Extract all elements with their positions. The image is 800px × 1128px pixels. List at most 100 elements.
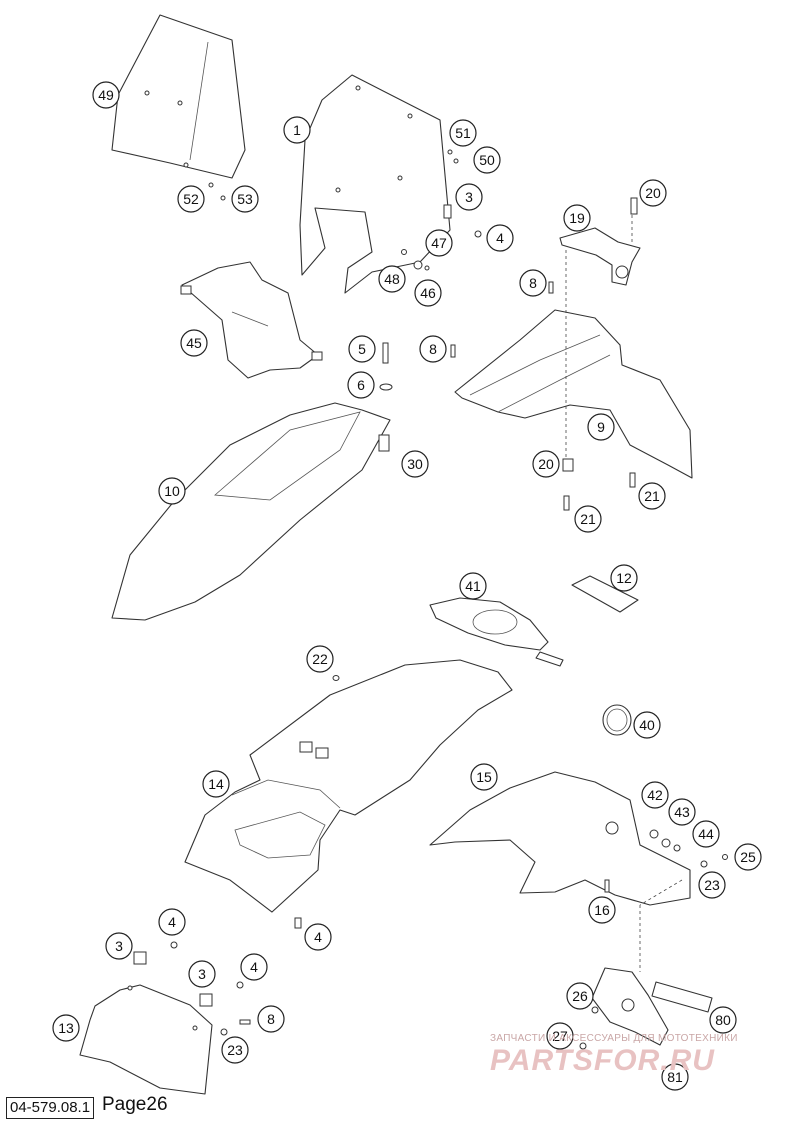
callout: 8 bbox=[419, 335, 447, 363]
svg-text:51: 51 bbox=[455, 125, 471, 141]
callout: 40 bbox=[633, 711, 661, 739]
leader-lines bbox=[565, 215, 683, 972]
svg-text:50: 50 bbox=[479, 152, 495, 168]
callout: 20 bbox=[639, 179, 667, 207]
svg-text:41: 41 bbox=[465, 578, 481, 594]
callout: 50 bbox=[473, 146, 501, 174]
callout-labels: 49 1 51 50 52 53 3 4 47 48 46 20 19 8 45… bbox=[52, 81, 762, 1091]
svg-text:13: 13 bbox=[58, 1020, 74, 1036]
watermark-logo: PARTSFOR.RU bbox=[490, 1044, 715, 1077]
svg-text:4: 4 bbox=[496, 230, 504, 246]
svg-text:52: 52 bbox=[183, 191, 199, 207]
part-headlight-mask bbox=[299, 74, 451, 294]
part-fender-bracket bbox=[559, 227, 641, 286]
page-label: Page26 bbox=[102, 1094, 168, 1115]
svg-text:49: 49 bbox=[98, 87, 114, 103]
svg-text:5: 5 bbox=[358, 341, 366, 357]
part-license-holder bbox=[591, 967, 713, 1046]
callout: 20 bbox=[532, 450, 560, 478]
callout: 30 bbox=[401, 450, 429, 478]
callout: 42 bbox=[641, 781, 669, 809]
callout: 4 bbox=[240, 953, 268, 981]
svg-text:46: 46 bbox=[420, 285, 436, 301]
callout: 4 bbox=[158, 908, 186, 936]
svg-text:53: 53 bbox=[237, 191, 253, 207]
svg-text:27: 27 bbox=[552, 1028, 568, 1044]
svg-text:1: 1 bbox=[293, 122, 301, 138]
callout: 81 bbox=[661, 1063, 689, 1091]
callout: 15 bbox=[470, 763, 498, 791]
svg-text:12: 12 bbox=[616, 570, 632, 586]
part-seat-section bbox=[184, 659, 513, 913]
svg-text:9: 9 bbox=[597, 419, 605, 435]
callout: 3 bbox=[188, 960, 216, 988]
callout: 27 bbox=[546, 1022, 574, 1050]
svg-text:15: 15 bbox=[476, 769, 492, 785]
callout: 44 bbox=[692, 820, 720, 848]
svg-text:22: 22 bbox=[312, 651, 328, 667]
svg-text:23: 23 bbox=[704, 877, 720, 893]
svg-text:6: 6 bbox=[357, 377, 365, 393]
callout: 22 bbox=[306, 645, 334, 673]
part-tank-tray bbox=[429, 597, 564, 667]
svg-text:47: 47 bbox=[431, 235, 447, 251]
callout: 80 bbox=[709, 1006, 737, 1034]
svg-text:80: 80 bbox=[715, 1012, 731, 1028]
svg-text:40: 40 bbox=[639, 717, 655, 733]
callout: 12 bbox=[610, 564, 638, 592]
callout: 48 bbox=[378, 265, 406, 293]
callout: 6 bbox=[347, 371, 375, 399]
svg-text:4: 4 bbox=[250, 959, 258, 975]
svg-text:81: 81 bbox=[667, 1069, 683, 1085]
part-front-plate-holder bbox=[180, 261, 323, 379]
svg-text:20: 20 bbox=[538, 456, 554, 472]
callout: 49 bbox=[92, 81, 120, 109]
callout: 8 bbox=[257, 1005, 285, 1033]
callout: 10 bbox=[158, 477, 186, 505]
part-filler-cap bbox=[602, 704, 632, 736]
watermark-tagline: ЗАПЧАСТИ И АКСЕССУАРЫ ДЛЯ МОТОТЕХНИКИ bbox=[490, 1033, 738, 1044]
svg-text:8: 8 bbox=[529, 275, 537, 291]
svg-text:44: 44 bbox=[698, 826, 714, 842]
part-front-fender bbox=[454, 309, 693, 479]
svg-text:20: 20 bbox=[645, 185, 661, 201]
callout: 13 bbox=[52, 1014, 80, 1042]
svg-text:21: 21 bbox=[644, 488, 660, 504]
callout: 23 bbox=[698, 871, 726, 899]
svg-text:4: 4 bbox=[314, 929, 322, 945]
callout: 9 bbox=[587, 413, 615, 441]
callout: 45 bbox=[180, 329, 208, 357]
svg-text:16: 16 bbox=[594, 902, 610, 918]
svg-text:10: 10 bbox=[164, 483, 180, 499]
callout: 21 bbox=[574, 505, 602, 533]
svg-text:30: 30 bbox=[407, 456, 423, 472]
svg-text:43: 43 bbox=[674, 804, 690, 820]
callout: 47 bbox=[425, 229, 453, 257]
callout: 53 bbox=[231, 185, 259, 213]
document-number: 04-579.08.1 bbox=[6, 1097, 95, 1119]
svg-text:4: 4 bbox=[168, 914, 176, 930]
svg-text:3: 3 bbox=[198, 966, 206, 982]
callout: 8 bbox=[519, 269, 547, 297]
svg-text:42: 42 bbox=[647, 787, 663, 803]
part-windscreen bbox=[111, 14, 246, 179]
callout: 4 bbox=[304, 923, 332, 951]
callout: 16 bbox=[588, 896, 616, 924]
callout: 25 bbox=[734, 843, 762, 871]
svg-text:3: 3 bbox=[465, 189, 473, 205]
svg-text:3: 3 bbox=[115, 938, 123, 954]
callout: 46 bbox=[414, 279, 442, 307]
callout: 3 bbox=[455, 183, 483, 211]
callout: 5 bbox=[348, 335, 376, 363]
callout: 19 bbox=[563, 204, 591, 232]
svg-text:8: 8 bbox=[267, 1011, 275, 1027]
svg-text:45: 45 bbox=[186, 335, 202, 351]
callout: 23 bbox=[221, 1036, 249, 1064]
callout: 41 bbox=[459, 572, 487, 600]
part-rear-mudguard bbox=[429, 771, 691, 906]
callout: 51 bbox=[449, 119, 477, 147]
svg-text:14: 14 bbox=[208, 776, 224, 792]
callout: 21 bbox=[638, 482, 666, 510]
callout: 43 bbox=[668, 798, 696, 826]
